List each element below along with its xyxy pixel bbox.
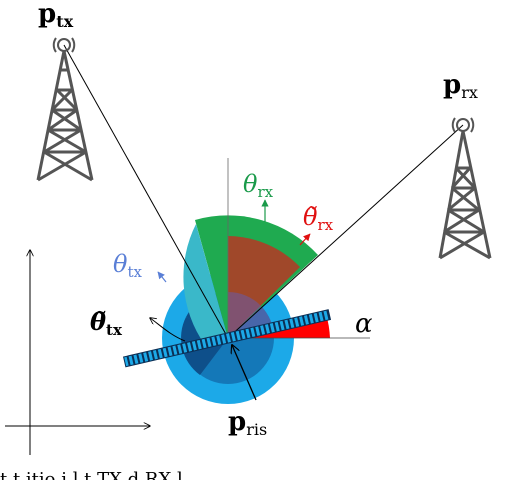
angle-arrows bbox=[150, 199, 311, 342]
propagation-lines bbox=[63, 44, 464, 339]
p-tx-label: ptx bbox=[38, 0, 74, 31]
p-ris-pointer bbox=[232, 345, 257, 401]
theta-tx-sector bbox=[183, 224, 228, 345]
theta-tx-label: θtx bbox=[113, 250, 142, 281]
theta-rx-tilde-label: θ̃rx bbox=[303, 203, 334, 234]
theta-rx-label: θrx bbox=[243, 170, 274, 201]
ris-panel bbox=[122, 309, 332, 368]
theta-tx-tilde-label: θ̃tx bbox=[90, 307, 123, 339]
p-ris-label: pris bbox=[228, 407, 267, 439]
p-rx-label: prx bbox=[443, 70, 478, 102]
coordinate-axes bbox=[5, 250, 150, 455]
alpha-label: α bbox=[355, 309, 373, 339]
tx-tower-icon bbox=[36, 37, 94, 182]
caption-fragment: t t itio i l t TX d RX l bbox=[0, 469, 183, 480]
rx-tower-icon bbox=[438, 117, 492, 260]
